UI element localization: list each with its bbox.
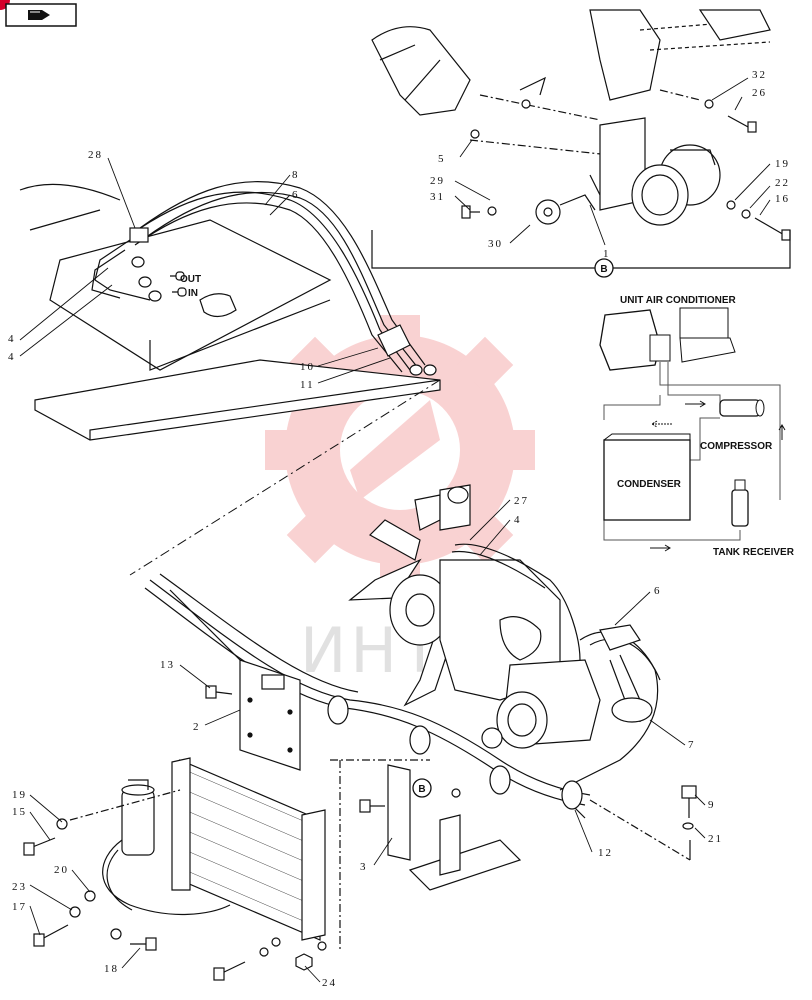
callout-32: 32 [752, 69, 767, 81]
corner-marker [0, 0, 10, 10]
bolts-and-washers [461, 99, 791, 241]
tensioner-pulley [535, 194, 596, 225]
callout-18: 18 [104, 963, 119, 975]
callout-3: 3 [360, 861, 368, 873]
receiver-drier [121, 779, 155, 856]
callout-27: 27 [514, 495, 529, 507]
book-back-icon[interactable] [5, 3, 77, 27]
callout-22: 22 [775, 177, 790, 189]
callout-23: 23 [12, 881, 27, 893]
callout-6-top: 6 [292, 189, 300, 201]
callout-10: 10 [300, 361, 315, 373]
callout-29: 29 [430, 175, 445, 187]
section-b-badge[interactable]: B [594, 258, 614, 278]
callout-20: 20 [54, 864, 69, 876]
callout-leaders [19, 77, 771, 983]
callout-5: 5 [438, 153, 446, 165]
callout-8: 8 [292, 169, 300, 181]
hose-assembly-upper [19, 181, 441, 441]
unit-ac-label: UNIT AIR CONDITIONER [620, 295, 737, 306]
callout-24: 24 [322, 977, 337, 989]
port-in-label: IN [188, 288, 198, 299]
callout-15: 15 [12, 806, 27, 818]
compressor-label: COMPRESSOR [700, 441, 773, 452]
condenser-label: CONDENSER [617, 479, 682, 490]
callout-11: 11 [300, 379, 315, 391]
callout-4-c: 4 [514, 514, 522, 526]
callout-9: 9 [708, 799, 716, 811]
callout-19-bottom: 19 [12, 789, 27, 801]
callout-4-b: 4 [8, 351, 16, 363]
callout-1: 1 [603, 248, 611, 260]
tank-receiver-label: TANK RECEIVER [713, 547, 795, 558]
callout-17: 17 [12, 901, 27, 913]
callout-16: 16 [775, 193, 790, 205]
callout-numbers: 32 26 5 29 31 30 1 19 22 16 28 8 6 4 4 1… [8, 69, 790, 989]
port-out-label: OUT [180, 274, 201, 285]
callout-4-a: 4 [8, 333, 16, 345]
callout-2: 2 [193, 721, 201, 733]
callout-31: 31 [430, 191, 445, 203]
alignment-line [129, 379, 441, 576]
callout-13: 13 [160, 659, 175, 671]
callout-19-top: 19 [775, 158, 790, 170]
condenser-core [171, 757, 326, 941]
section-b-inner-badge[interactable]: B [412, 778, 432, 798]
detail-b-assembly [371, 9, 791, 269]
callout-12: 12 [598, 847, 613, 859]
callout-6-mid: 6 [654, 585, 662, 597]
engine-fan-assembly [23, 484, 697, 981]
compressor-detail [599, 117, 721, 226]
callout-21: 21 [708, 833, 723, 845]
callout-28: 28 [88, 149, 103, 161]
svg-text:B: B [418, 784, 425, 795]
callout-30: 30 [488, 238, 503, 250]
svg-text:B: B [600, 264, 607, 275]
callout-7: 7 [688, 739, 696, 751]
ac-flow-schematic [599, 307, 786, 552]
callout-26: 26 [752, 87, 767, 99]
